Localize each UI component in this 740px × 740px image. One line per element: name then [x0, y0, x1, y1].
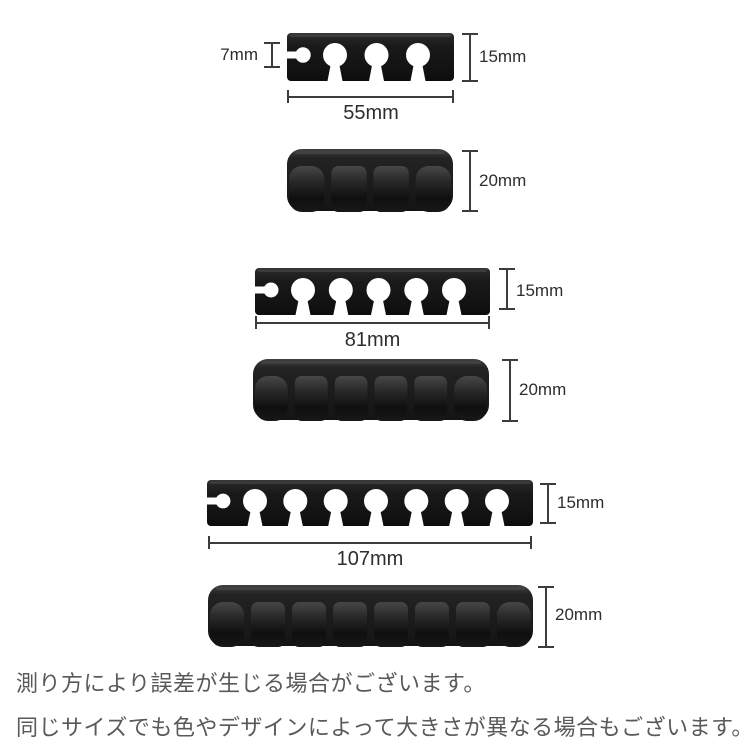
dim-label-slot-7mm: 7mm — [220, 45, 258, 64]
dim-label-height-15mm-large: 15mm — [557, 493, 605, 512]
dim-bracket-height-20mm-small — [462, 150, 478, 212]
dim-bracket-slot-7mm — [264, 42, 280, 68]
note-measurement-tolerance: 測り方により誤差が生じる場合がございます。 — [16, 671, 486, 696]
dim-bracket-width-107mm — [208, 536, 532, 549]
dim-label-height-20mm-large: 20mm — [555, 605, 603, 624]
dim-label-height-15mm-small: 15mm — [479, 47, 527, 66]
dim-label-width-55mm: 55mm — [343, 102, 399, 124]
dim-label-height-20mm-medium: 20mm — [519, 380, 567, 399]
dim-bracket-width-81mm — [255, 316, 490, 329]
cable-clip-large-top-view — [207, 480, 533, 526]
cable-clip-small-top-view — [287, 33, 454, 81]
dim-label-width-81mm: 81mm — [344, 329, 401, 351]
dim-bracket-height-15mm-medium — [499, 268, 515, 310]
cable-clip-large-side-view — [208, 585, 533, 647]
dim-bracket-height-20mm-medium — [502, 359, 518, 422]
dim-label-height-15mm-medium: 15mm — [516, 281, 564, 300]
cable-clip-medium-top-view — [255, 268, 490, 315]
cable-clip-medium-side-view — [253, 359, 489, 421]
dim-bracket-height-15mm-small — [462, 33, 478, 82]
dim-bracket-height-15mm-large — [540, 483, 556, 524]
dim-bracket-width-55mm — [287, 90, 454, 103]
note-size-variation: 同じサイズでも色やデザインによって大きさが異なる場合もございます。 — [16, 715, 740, 740]
cable-clip-small-side-view — [287, 149, 453, 212]
dim-label-height-20mm-small: 20mm — [479, 171, 527, 190]
dim-bracket-height-20mm-large — [538, 586, 554, 648]
dim-label-width-107mm: 107mm — [336, 548, 404, 570]
